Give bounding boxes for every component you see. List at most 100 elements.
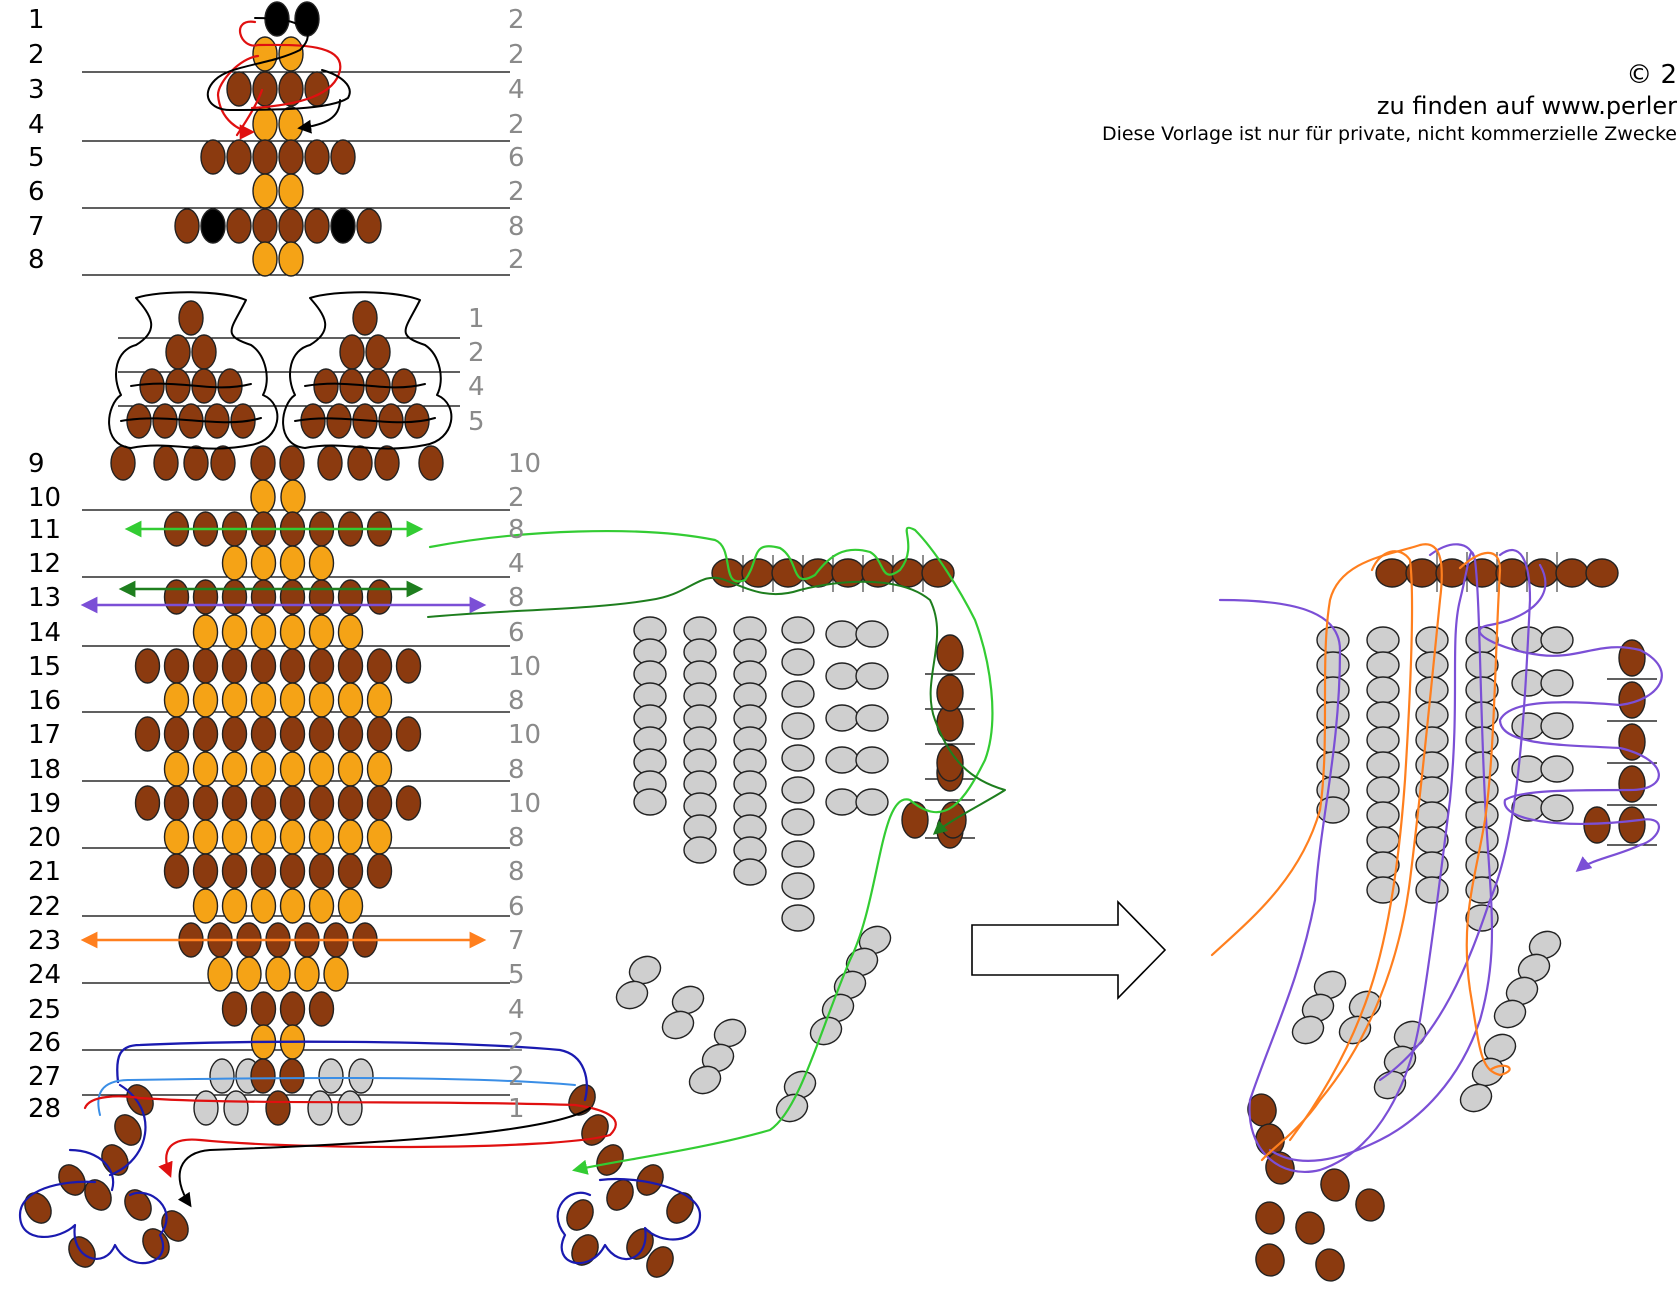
beads-layer [24, 1, 1646, 1282]
brown-bead [337, 648, 364, 684]
brown-bead [163, 648, 190, 684]
row-number-left: 25 [28, 995, 61, 1025]
brown-bead [192, 579, 219, 615]
brown-bead [250, 445, 276, 481]
bead-count-right: 6 [508, 892, 525, 922]
gray-bead [1366, 676, 1400, 704]
bead-count-right: 4 [508, 549, 525, 579]
gray-bead [1465, 851, 1499, 879]
gray-bead [1540, 755, 1574, 783]
row-number-left: 20 [28, 823, 61, 853]
brown-bead [279, 445, 305, 481]
orange-bead [221, 545, 248, 581]
brown-bead [308, 579, 335, 615]
row-number-left: 17 [28, 720, 61, 750]
brown-bead [936, 674, 964, 712]
brown-bead [278, 71, 304, 107]
brown-bead [250, 579, 277, 615]
gray-bead [1316, 701, 1350, 729]
brown-bead [1320, 1168, 1350, 1202]
bead-count-right: 2 [508, 1062, 525, 1092]
brown-bead [1618, 639, 1646, 677]
orange-bead [279, 614, 306, 650]
bead-count-right: 5 [508, 960, 525, 990]
bead-count-right: 2 [508, 5, 525, 35]
brown-bead [1375, 558, 1409, 588]
bead-count-right: 2 [508, 110, 525, 140]
gray-bead [1301, 993, 1335, 1023]
row-number-left: 10 [28, 483, 61, 513]
brown-bead [308, 785, 335, 821]
brown-bead [1618, 681, 1646, 719]
orange-bead [337, 614, 364, 650]
brown-bead [581, 1114, 609, 1146]
brown-bead [566, 1199, 594, 1231]
brown-bead [568, 1084, 596, 1116]
gray-bead [781, 680, 815, 708]
black-bead [200, 208, 226, 244]
orange-bead [278, 241, 304, 277]
gray-bead [661, 1010, 695, 1040]
brown-bead [252, 139, 278, 175]
brown-bead [279, 1058, 305, 1094]
gray-bead [825, 746, 859, 774]
brown-bead [606, 1179, 634, 1211]
row-number-left: 5 [28, 143, 45, 173]
gray-bead [1459, 1083, 1493, 1113]
right-purple-thread [1218, 551, 1477, 1173]
brown-bead [901, 801, 929, 839]
brown-bead [308, 991, 335, 1027]
brown-bead [308, 716, 335, 752]
row-number-left: 14 [28, 618, 61, 648]
brown-bead [174, 208, 200, 244]
bead-count-right: 10 [508, 789, 541, 819]
gray-bead [628, 955, 662, 985]
orange-bead [337, 888, 364, 924]
gray-bead [1291, 1015, 1325, 1045]
gray-bead [1493, 999, 1527, 1029]
brown-bead [200, 139, 226, 175]
gray-bead [1415, 751, 1449, 779]
brown-bead [278, 208, 304, 244]
gray-bead [1511, 794, 1545, 822]
gray-bead [1366, 626, 1400, 654]
brown-bead [226, 208, 252, 244]
right-purple-thread [1378, 548, 1532, 1082]
gray-bead [1540, 669, 1574, 697]
brown-bead [395, 785, 422, 821]
right-purple-thread [1478, 563, 1663, 872]
brown-bead [114, 1114, 142, 1146]
gray-bead [1465, 801, 1499, 829]
row-number-left: 18 [28, 755, 61, 785]
brown-bead [192, 648, 219, 684]
brown-bead [250, 716, 277, 752]
brown-bead [279, 648, 306, 684]
orange-bead [278, 106, 304, 142]
row-number-left: 6 [28, 177, 45, 207]
orange-bead [308, 888, 335, 924]
leg-thread-right [556, 1178, 702, 1265]
brown-bead [134, 648, 161, 684]
row-number-left: 8 [28, 245, 45, 275]
brown-bead [58, 1164, 86, 1196]
orange-bead [252, 36, 278, 72]
row-number-left: 23 [28, 926, 61, 956]
row-number-left: 4 [28, 110, 45, 140]
ear-bead-count: 2 [468, 338, 485, 368]
brown-bead [337, 716, 364, 752]
orange-bead [250, 751, 277, 787]
brown-bead [161, 1210, 189, 1242]
brown-bead [337, 785, 364, 821]
gray-bead [825, 788, 859, 816]
orange-bead [308, 545, 335, 581]
brown-bead [936, 744, 964, 782]
brown-bead [339, 334, 365, 370]
brown-bead [279, 991, 306, 1027]
row-number-left: 22 [28, 892, 61, 922]
brown-bead [366, 853, 393, 889]
orange-bead [337, 819, 364, 855]
gray-bead [318, 1058, 344, 1094]
gray-bead [1517, 953, 1551, 983]
brown-bead [317, 445, 343, 481]
